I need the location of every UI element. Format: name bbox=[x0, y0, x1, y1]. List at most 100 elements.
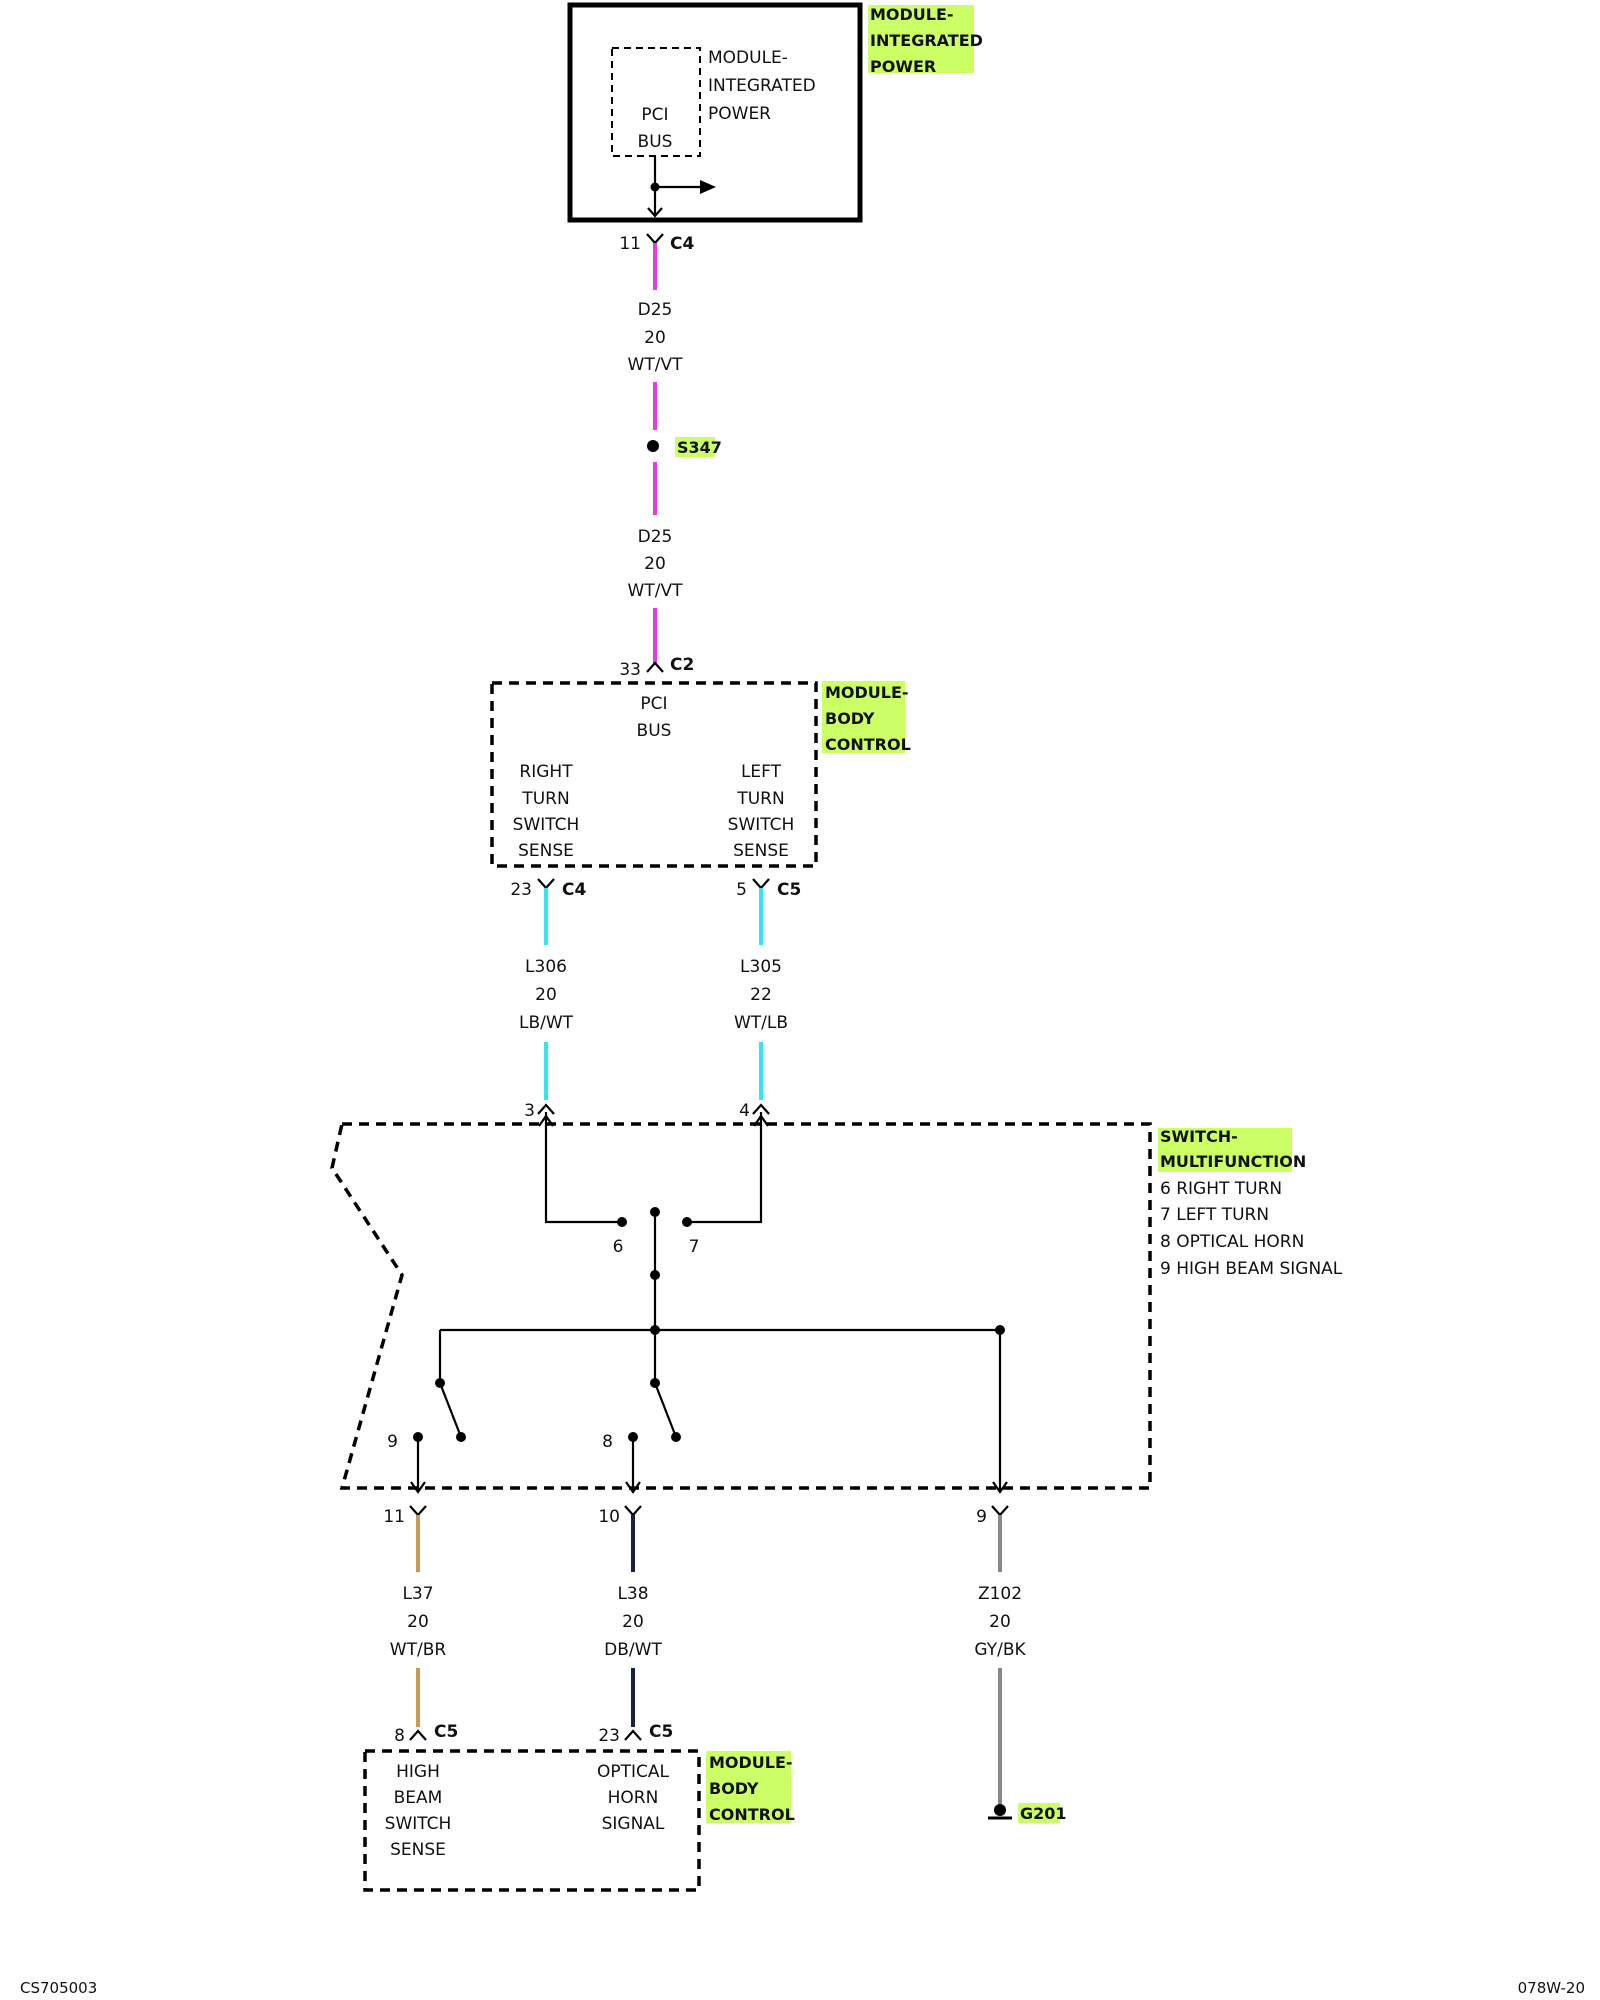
bcm-top-name-highlight bbox=[822, 681, 905, 753]
bcm-right-1: RIGHT bbox=[519, 762, 573, 782]
connector-male-icon bbox=[409, 1729, 427, 1741]
connector-female-icon bbox=[624, 1505, 642, 1517]
bcm-right-3: SWITCH bbox=[513, 815, 580, 835]
bcm-left-1: LEFT bbox=[741, 762, 782, 782]
switch-legend-4: 9 HIGH BEAM SIGNAL bbox=[1160, 1259, 1343, 1279]
wire-l306: L306 20 LB/WT bbox=[519, 888, 574, 1100]
bcm2-high-1: HIGH bbox=[396, 1762, 440, 1782]
ipm-outline bbox=[567, 2, 863, 223]
bcm-c2-pin: 33 bbox=[619, 660, 641, 680]
switch-name-1: SWITCH- bbox=[1160, 1127, 1238, 1146]
connector-switch-3: 3 bbox=[524, 1101, 555, 1121]
ground-icon bbox=[994, 1804, 1006, 1816]
contact-8-label: 8 bbox=[602, 1432, 613, 1452]
connector-bcm-c4: 23 C4 bbox=[510, 878, 586, 900]
ipm-inner-line-1: MODULE- bbox=[708, 48, 788, 68]
bcm-top-name-1: MODULE- bbox=[825, 683, 909, 702]
wire-l38-circuit: L38 bbox=[617, 1584, 648, 1604]
wire-l306-gauge: 20 bbox=[535, 985, 557, 1005]
bcm-c4-pin: 23 bbox=[510, 880, 532, 900]
connector-male-icon bbox=[752, 1103, 770, 1115]
wire-d25-circuit: D25 bbox=[638, 300, 673, 320]
bcm-left-4: SENSE bbox=[733, 841, 789, 861]
ipm-name-highlight bbox=[868, 5, 974, 73]
switch-name-highlight bbox=[1158, 1128, 1292, 1172]
wire-z102-gauge: 20 bbox=[989, 1612, 1011, 1632]
module-body-control-bottom: HIGH BEAM SWITCH SENSE OPTICAL HORN SIGN… bbox=[363, 1749, 795, 1892]
bcm-top-name-3: CONTROL bbox=[825, 735, 911, 754]
bcm2-optical-2: HORN bbox=[608, 1788, 659, 1808]
bcm2-high-2: BEAM bbox=[394, 1788, 443, 1808]
ipm-bus-line-1: PCI bbox=[641, 105, 668, 125]
ground-highlight bbox=[1018, 1803, 1060, 1823]
wire-l306-circuit: L306 bbox=[525, 957, 567, 977]
down-arrow-icon bbox=[647, 207, 663, 218]
ground-label: G201 bbox=[1020, 1804, 1067, 1823]
bcm-c4-name: C4 bbox=[562, 880, 586, 900]
bcm-bottom-name-3: CONTROL bbox=[709, 1805, 795, 1824]
switch-pin-11: 11 bbox=[383, 1507, 405, 1527]
down-arrow-icon bbox=[992, 1481, 1008, 1494]
connector-male-icon bbox=[624, 1729, 642, 1741]
module-integrated-power: PCI BUS MODULE- INTEGRATED POWER MODULE-… bbox=[567, 2, 983, 223]
optical-horn-contact-dot bbox=[671, 1432, 681, 1442]
contact-6-dot bbox=[617, 1217, 627, 1227]
down-arrow-icon bbox=[410, 1481, 426, 1494]
connector-female-icon bbox=[646, 233, 664, 245]
up-arrow-icon bbox=[753, 1114, 769, 1127]
bcm-left-2: TURN bbox=[736, 789, 784, 809]
high-beam-contact-dot bbox=[456, 1432, 466, 1442]
bcm-top-bus-1: PCI bbox=[640, 694, 667, 714]
bcm2-c5-23-pin: 23 bbox=[598, 1726, 620, 1746]
connector-female-icon bbox=[537, 878, 555, 890]
wire-z102: Z102 20 GY/BK bbox=[974, 1515, 1026, 1805]
wire-z102-color: GY/BK bbox=[974, 1640, 1026, 1660]
wire-l305-circuit: L305 bbox=[740, 957, 782, 977]
wire-d25-color: WT/VT bbox=[628, 355, 684, 375]
bcm-bottom-outline bbox=[363, 1749, 701, 1892]
bcm2-optical-1: OPTICAL bbox=[597, 1762, 670, 1782]
high-beam-blade bbox=[438, 1382, 463, 1438]
wire-l305-color: WT/LB bbox=[734, 1013, 788, 1033]
connector-bcm2-c5-8: 8 C5 bbox=[394, 1722, 458, 1746]
bcm-top-outline bbox=[490, 681, 818, 868]
wire-l37-circuit: L37 bbox=[402, 1584, 433, 1604]
bcm2-high-3: SWITCH bbox=[385, 1814, 452, 1834]
connector-female-icon bbox=[991, 1505, 1009, 1517]
bcm2-high-4: SENSE bbox=[390, 1840, 446, 1860]
ipm-c4-name: C4 bbox=[670, 234, 694, 254]
switch-legend-2: 7 LEFT TURN bbox=[1160, 1205, 1269, 1225]
bcm-right-4: SENSE bbox=[518, 841, 574, 861]
switch-wire-right-turn bbox=[544, 1112, 622, 1224]
wire-d25-lower: D25 20 WT/VT bbox=[628, 462, 683, 665]
bcm-bottom-name-2: BODY bbox=[709, 1779, 759, 1798]
bcm2-c5-23-name: C5 bbox=[649, 1722, 673, 1742]
wire-l305-gauge: 22 bbox=[750, 985, 772, 1005]
wire-l306-color: LB/WT bbox=[519, 1013, 574, 1033]
switch-legend-3: 8 OPTICAL HORN bbox=[1160, 1232, 1304, 1252]
bcm2-c5-8-pin: 8 bbox=[394, 1726, 405, 1746]
switch-pin-4: 4 bbox=[739, 1101, 750, 1121]
footer-right-code: 078W-20 bbox=[1518, 1979, 1585, 1997]
switch-outline bbox=[330, 1122, 1152, 1490]
ipm-c4-pin: 11 bbox=[619, 234, 641, 254]
switch-multifunction: 6 7 9 8 SWITCH- MULTIFUNCTION 6 RIGHT TU… bbox=[330, 1112, 1343, 1494]
switch-wire-left-turn bbox=[687, 1112, 763, 1224]
contact-6-label: 6 bbox=[613, 1237, 624, 1257]
footer-left-code: CS705003 bbox=[20, 1979, 97, 1997]
splice-highlight bbox=[675, 437, 715, 457]
bcm2-c5-8-name: C5 bbox=[434, 1722, 458, 1742]
bcm2-optical-3: SIGNAL bbox=[602, 1814, 665, 1834]
contact-7-label: 7 bbox=[689, 1237, 700, 1257]
ipm-name-line-1: MODULE- bbox=[870, 5, 954, 24]
ipm-bus-line-2: BUS bbox=[638, 132, 673, 152]
wire-l305: L305 22 WT/LB bbox=[734, 888, 788, 1100]
right-arrow-icon bbox=[700, 180, 716, 194]
wire-d25-gauge: 20 bbox=[644, 328, 666, 348]
bcm-bottom-name-highlight bbox=[706, 1751, 791, 1823]
wire-l38-gauge: 20 bbox=[622, 1612, 644, 1632]
wire-d25-upper: D25 20 WT/VT bbox=[628, 243, 684, 430]
wire-l37-color: WT/BR bbox=[390, 1640, 447, 1660]
bcm-top-bus-2: BUS bbox=[637, 721, 672, 741]
switch-legend-1: 6 RIGHT TURN bbox=[1160, 1179, 1282, 1199]
